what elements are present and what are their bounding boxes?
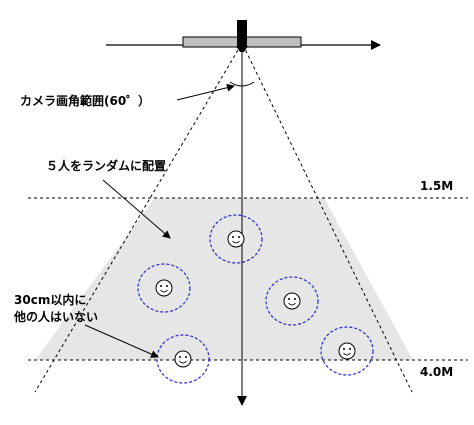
fov-left-line [34, 44, 242, 393]
personal-space-circle [156, 334, 210, 384]
camera-lens [236, 46, 248, 52]
smiley-icon [283, 292, 301, 310]
person-1 [209, 214, 263, 264]
person-5 [320, 326, 374, 376]
label-distance-near: 1.5M [420, 179, 453, 193]
person-3 [265, 276, 319, 326]
label-random-placement: ５人をランダムに配置 [46, 158, 166, 173]
camera-body [237, 20, 247, 48]
person-4 [156, 334, 210, 384]
callout-arrow-placement [102, 179, 171, 239]
label-spacing-line1: 30cm以内に [14, 292, 86, 307]
label-distance-far: 4.0M [420, 365, 453, 379]
person-2 [137, 263, 191, 313]
callout-arrow-angle [176, 83, 235, 101]
smiley-icon [155, 279, 173, 297]
label-camera-angle: カメラ画角範囲(60゜） [20, 93, 150, 108]
personal-space-circle [137, 263, 191, 313]
smiley-icon [227, 230, 245, 248]
fov-right-line [242, 44, 413, 393]
callout-arrow-spacing [84, 324, 159, 358]
personal-space-circle [209, 214, 263, 264]
angle-arc [229, 81, 255, 87]
floor-area [35, 198, 413, 360]
smiley-icon [174, 350, 192, 368]
personal-space-circle [265, 276, 319, 326]
label-spacing-line2: 他の人はいない [13, 309, 98, 324]
smiley-icon [338, 342, 356, 360]
personal-space-circle [320, 326, 374, 376]
